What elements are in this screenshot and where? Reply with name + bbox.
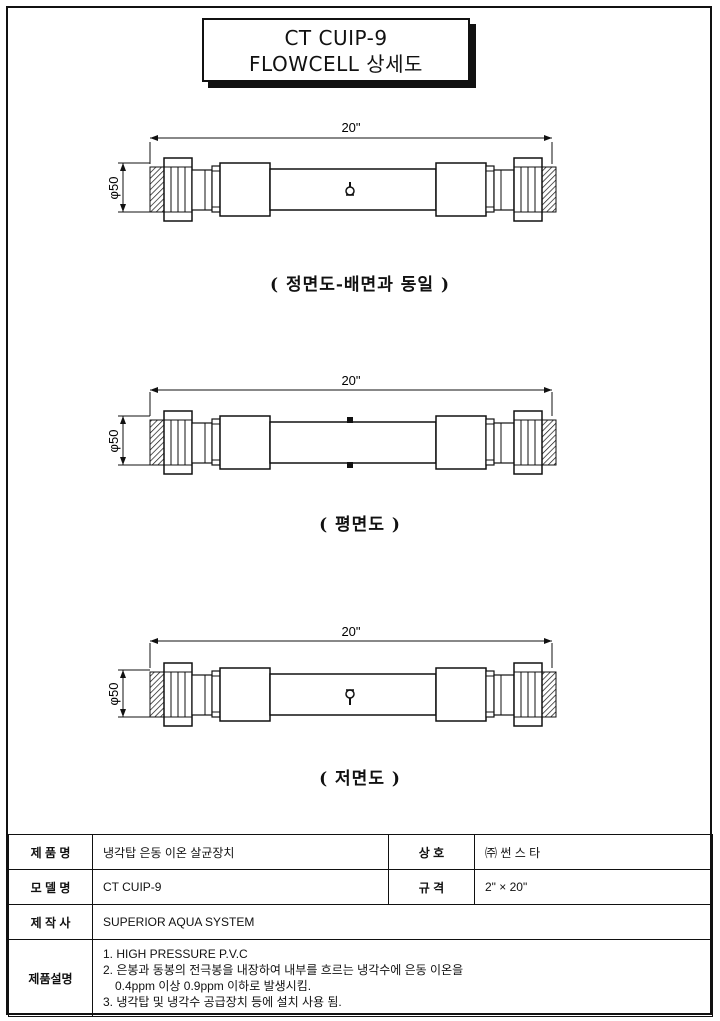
description-value: 1. HIGH PRESSURE P.V.C 2. 은봉과 동봉의 전극봉을 내… <box>92 939 713 1017</box>
description-label: 제품설명 <box>8 939 93 1017</box>
company-label: 상 호 <box>388 834 475 870</box>
title-subtitle: FLOWCELL 상세도 <box>249 52 423 76</box>
table-row: 모 델 명 CT CUIP-9 규 격 2" × 20" <box>8 869 713 905</box>
table-row: 제 품 명 냉각탑 은동 이온 살균장치 상 호 ㈜ 썬 스 타 <box>8 834 713 870</box>
description-line: 1. HIGH PRESSURE P.V.C <box>103 947 248 961</box>
spec-table: 제 품 명 냉각탑 은동 이온 살균장치 상 호 ㈜ 썬 스 타 모 델 명 C… <box>8 834 713 1017</box>
description-line: 0.4ppm 이상 0.9ppm 이하로 발생시킴. <box>115 979 312 993</box>
manufacturer-label: 제 작 사 <box>8 904 93 940</box>
manufacturer-value: SUPERIOR AQUA SYSTEM <box>92 904 713 940</box>
table-row: 제 작 사 SUPERIOR AQUA SYSTEM <box>8 904 713 940</box>
title-block: CT CUIP-9 FLOWCELL 상세도 <box>202 18 470 82</box>
table-row: 제품설명 1. HIGH PRESSURE P.V.C 2. 은봉과 동봉의 전… <box>8 939 713 1017</box>
description-line: 3. 냉각탑 및 냉각수 공급장치 등에 설치 사용 됨. <box>103 995 342 1009</box>
model-name-value: CT CUIP-9 <box>92 869 389 905</box>
product-name-label: 제 품 명 <box>8 834 93 870</box>
plan-view-caption: ( 평면도 ) <box>319 515 401 535</box>
product-name-value: 냉각탑 은동 이온 살균장치 <box>92 834 389 870</box>
front-view-caption: ( 정면도-배면과 동일 ) <box>269 275 451 295</box>
bottom-view-caption: ( 저면도 ) <box>319 769 401 789</box>
model-name-label: 모 델 명 <box>8 869 93 905</box>
size-label: 규 격 <box>388 869 475 905</box>
size-value: 2" × 20" <box>474 869 713 905</box>
description-line: 2. 은봉과 동봉의 전극봉을 내장하여 내부를 흐르는 냉각수에 은동 이온을 <box>103 963 464 977</box>
title-model: CT CUIP-9 <box>284 26 388 50</box>
company-value: ㈜ 썬 스 타 <box>474 834 713 870</box>
